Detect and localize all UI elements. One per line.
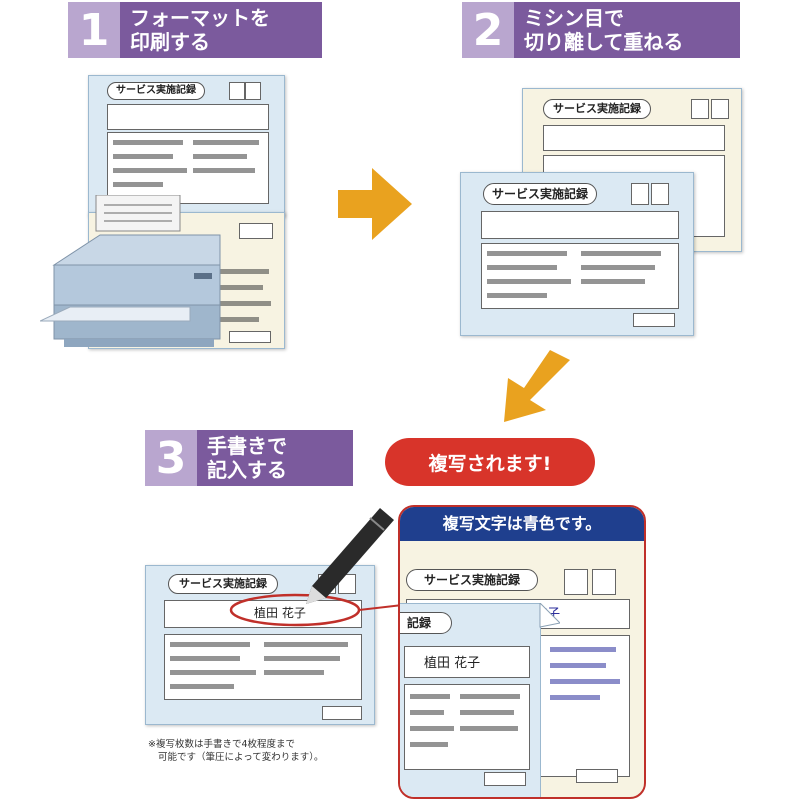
copy-callout: 複写文字は青色です。 サービス実施記録 植田 花子 記録 植田 花子 — [398, 505, 646, 799]
footnote: ※複写枚数は手書きで4枚程度まで 可能です（筆圧によって変わります）。 — [148, 738, 388, 764]
footnote-line2: 可能です（筆圧によって変わります）。 — [158, 752, 324, 763]
form-title: サービス実施記録 — [483, 183, 597, 205]
form-title: サービス実施記録 — [168, 574, 278, 594]
step-number: 2 — [462, 2, 514, 58]
arrow-right-icon — [338, 168, 412, 240]
peeled-form-front: 記録 植田 花子 — [400, 603, 541, 797]
step-text-line2: 記入する — [207, 458, 287, 482]
copy-badge: 複写されます! — [385, 438, 595, 486]
peel-corner-icon — [539, 603, 560, 628]
step-3-banner: 3 手書きで 記入する — [145, 430, 353, 486]
step-2-banner: 2 ミシン目で 切り離して重ねる — [462, 2, 740, 58]
form-title: サービス実施記録 — [107, 82, 205, 100]
peeled-name: 植田 花子 — [424, 656, 481, 671]
step-number: 3 — [145, 430, 197, 486]
form-title-short: 記録 — [400, 612, 452, 634]
step-text-line1: フォーマットを — [130, 6, 270, 30]
step-text-line1: 手書きで — [207, 434, 287, 458]
separated-form-front: サービス実施記録 — [460, 172, 694, 336]
arrow-down-left-icon — [504, 350, 570, 422]
printed-form-top: サービス実施記録 — [88, 75, 285, 217]
handwritten-name: 植田 花子 — [254, 606, 306, 620]
form-title: サービス実施記録 — [543, 99, 651, 119]
printer-icon — [40, 195, 221, 347]
step-text-line2: 切り離して重ねる — [524, 30, 684, 54]
step-text-line2: 印刷する — [130, 30, 210, 54]
form-name-box — [107, 104, 269, 130]
step-number: 1 — [68, 2, 120, 58]
form-box — [239, 223, 273, 239]
form-checkbox — [245, 82, 261, 100]
form-checkbox — [229, 82, 245, 100]
callout-label: 複写文字は青色です。 — [400, 507, 644, 541]
step-text-line1: ミシン目で — [524, 6, 624, 30]
step-1-banner: 1 フォーマットを 印刷する — [68, 2, 322, 58]
pen-icon — [306, 508, 394, 604]
form-title: サービス実施記録 — [406, 569, 538, 591]
footnote-line1: ※複写枚数は手書きで4枚程度まで — [148, 739, 296, 750]
